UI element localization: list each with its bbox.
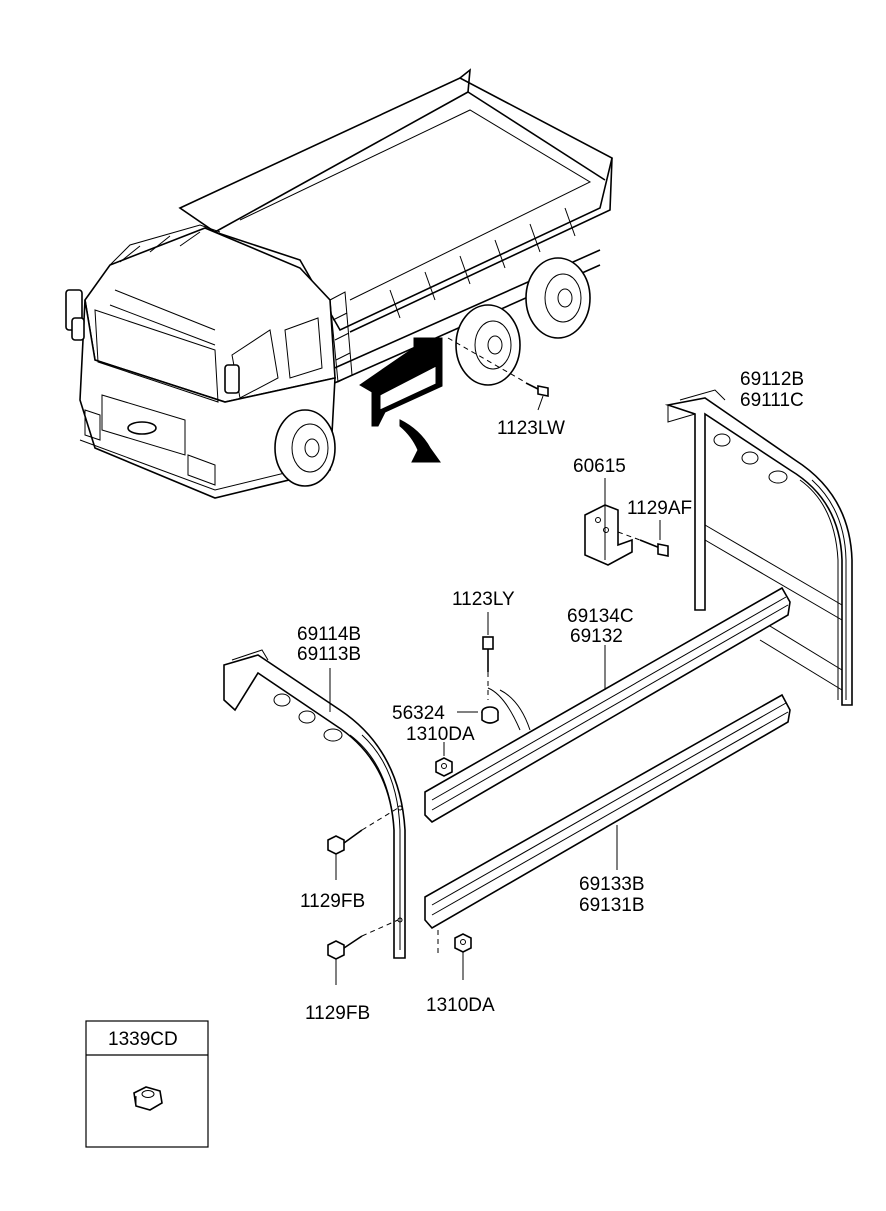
label-69132: 69132 [570, 626, 623, 647]
label-56324: 56324 [392, 703, 445, 724]
label-1129fb-bottom: 1129FB [305, 1003, 370, 1024]
label-69133b: 69133B [579, 874, 645, 895]
bolt-1129af-icon [617, 531, 669, 557]
nut-icon [133, 1086, 163, 1111]
bracket-60615-icon [584, 504, 633, 566]
bolt-1129fb-bottom-icon [327, 919, 399, 960]
legend-box-title: 1339CD [108, 1029, 178, 1050]
label-69112b: 69112B [740, 369, 804, 390]
label-69134c: 69134C [567, 606, 634, 627]
spacer-56324-icon [481, 706, 499, 724]
bolt-1123lw-icon [447, 337, 549, 397]
label-69114b: 69114B [297, 624, 361, 645]
label-1310da-top: 1310DA [406, 724, 475, 745]
label-60615: 60615 [573, 456, 626, 477]
upper-side-rail [424, 586, 791, 824]
lower-side-rail [424, 693, 791, 930]
label-69131b: 69131B [579, 895, 645, 916]
left-frame-panel [223, 649, 406, 959]
bolt-1123ly-icon [482, 636, 494, 700]
legend-box-1339cd: 1339CD [85, 1020, 209, 1148]
label-1123lw: 1123LW [497, 418, 565, 439]
nut-1310da-top-icon [435, 757, 453, 777]
right-frame-panel [664, 389, 853, 706]
label-1129af: 1129AF [627, 498, 692, 519]
label-1310da-bottom: 1310DA [426, 995, 495, 1016]
dump-truck-illustration [65, 68, 613, 499]
label-1129fb-top: 1129FB [300, 891, 365, 912]
label-69113b: 69113B [297, 644, 361, 665]
label-69111c: 69111C [740, 390, 804, 411]
bolt-1129fb-top-icon [327, 807, 399, 855]
nut-1310da-bottom-icon [437, 930, 472, 955]
label-1123ly: 1123LY [452, 589, 515, 610]
